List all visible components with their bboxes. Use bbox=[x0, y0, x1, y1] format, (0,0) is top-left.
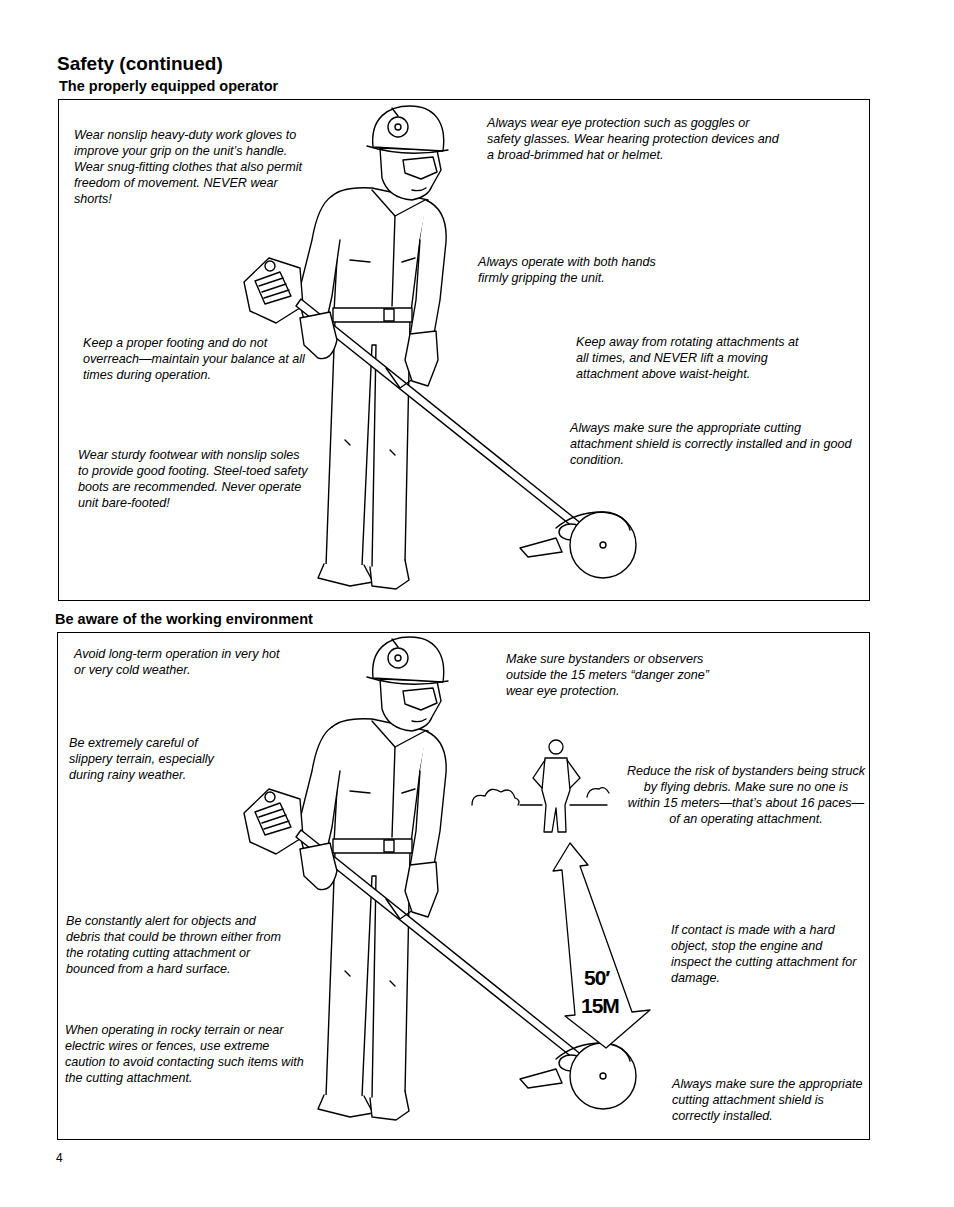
safety-note: Wear nonslip heavy-duty work gloves to i… bbox=[74, 127, 302, 207]
section-heading: Be aware of the working environment bbox=[55, 611, 313, 627]
safety-note: Make sure bystanders or observers outsid… bbox=[506, 651, 736, 699]
safety-note: Always wear eye protection such as goggl… bbox=[487, 115, 785, 163]
page-title: Safety (continued) bbox=[57, 53, 223, 75]
illustration-panel: Be aware of the working environmentAvoid… bbox=[57, 632, 870, 1140]
illustration-panel: The properly equipped operatorWear nonsl… bbox=[58, 99, 870, 601]
safety-note: Be constantly alert for objects and debr… bbox=[66, 913, 288, 977]
distance-label: 50′ bbox=[584, 966, 609, 990]
safety-note: If contact is made with a hard object, s… bbox=[671, 922, 859, 986]
safety-note: Be extremely careful of slippery terrain… bbox=[69, 735, 237, 783]
safety-note: When operating in rocky terrain or near … bbox=[65, 1022, 305, 1086]
safety-note: Always make sure the appropriate cutting… bbox=[672, 1076, 864, 1124]
safety-note: Reduce the risk of bystanders being stru… bbox=[626, 763, 866, 827]
distance-label: 15M bbox=[581, 994, 619, 1018]
section-heading: The properly equipped operator bbox=[59, 78, 278, 94]
safety-note: Always operate with both hands firmly gr… bbox=[478, 254, 686, 286]
safety-note: Keep a proper footing and do not overrea… bbox=[83, 335, 305, 383]
safety-note: Wear sturdy footwear with nonslip soles … bbox=[78, 447, 308, 511]
safety-note: Keep away from rotating attachments at a… bbox=[576, 334, 808, 382]
page-number: 4 bbox=[56, 1151, 63, 1165]
safety-note: Always make sure the appropriate cutting… bbox=[570, 420, 852, 468]
safety-note: Avoid long-term operation in very hot or… bbox=[74, 646, 286, 678]
